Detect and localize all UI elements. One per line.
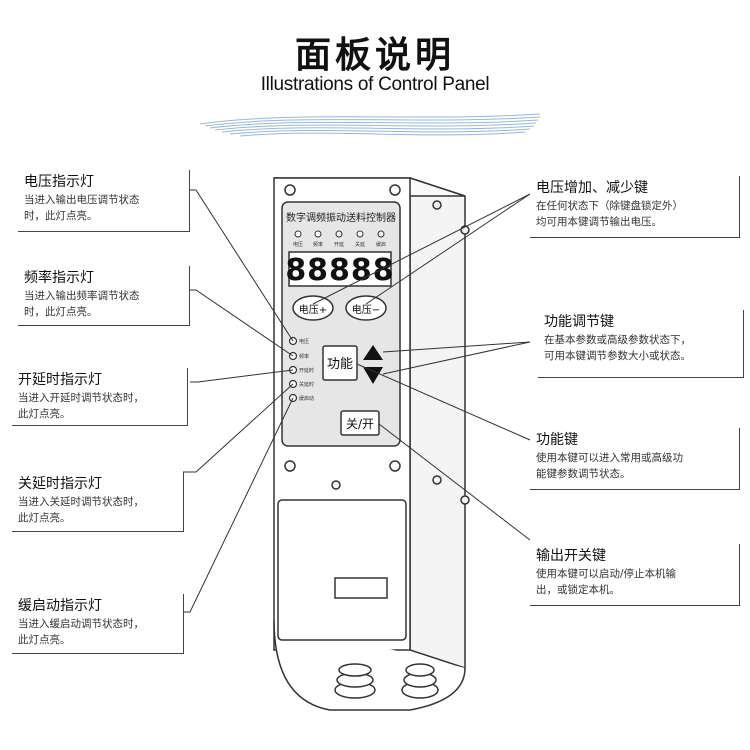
callout-off-delay-led: 关延时指示灯 当进入关延时调节状态时， 此灯点亮。 [12,472,184,532]
segment-display-frame [288,251,392,287]
callout-soft-start-led-title: 缓启动指示灯 [18,598,102,614]
callout-voltage-keys-desc-1: 在任何状态下（除键盘锁定外） [536,200,683,212]
callout-voltage-keys-title: 电压增加、减少键 [536,180,648,196]
callout-function-key-desc-1: 使用本键可以进入常用或高级功 [536,452,683,464]
top-led-row [294,230,385,238]
top-led-label-4: 关延 [355,241,365,248]
leader-lines [183,189,531,613]
callout-adjust-keys-desc-1: 在基本参数或高级参数状态下， [544,334,691,346]
voltage-up-label: 电压+ [299,303,327,316]
callout-power-key-desc-2: 出，或锁定本机。 [536,584,620,596]
top-led-1 [294,230,302,238]
callout-power-key: 输出开关键 使用本键可以启动/停止本机输 出，或锁定本机。 [530,544,740,606]
callout-power-key-title: 输出开关键 [536,548,606,564]
voltage-up-button [292,295,334,321]
down-arrow-icon [363,367,383,384]
callout-voltage-led-desc-1: 当进入输出电压调节状态 [24,194,140,206]
function-button [322,345,358,381]
callout-frequency-led-desc-1: 当进入输出频率调节状态 [24,290,140,302]
function-button-label: 功能 [327,357,353,372]
callout-adjust-keys-desc-2: 可用本键调节参数大小或状态。 [544,350,691,362]
indicator-label-frequency: 频率 [299,353,309,360]
callout-off-delay-led-desc-2: 此灯点亮。 [18,512,71,524]
top-led-label-3: 开延 [334,241,344,248]
page-subtitle: Illustrations of Control Panel [260,74,490,95]
callout-off-delay-led-desc-1: 当进入关延时调节状态时， [18,496,144,508]
voltage-down-button [345,295,387,321]
callout-power-key-desc-1: 使用本键可以启动/停止本机输 [536,568,677,580]
power-button [340,410,380,436]
callout-soft-start-led: 缓启动指示灯 当进入缓启动调节状态时， 此灯点亮。 [12,594,184,654]
callout-soft-start-led-desc-2: 此灯点亮。 [18,634,71,646]
indicator-label-soft-start: 缓启动 [299,395,314,402]
top-led-label-2: 频率 [313,241,323,248]
indicator-label-voltage: 电压 [299,338,309,345]
callout-adjust-keys: 功能调节键 在基本参数或高级参数状态下， 可用本键调节参数大小或状态。 [538,310,744,378]
indicator-label-on-delay: 开延时 [299,367,314,374]
callout-adjust-keys-title: 功能调节键 [544,314,614,330]
callout-soft-start-led-desc-1: 当进入缓启动调节状态时， [18,618,144,630]
page-title: 面板说明 [294,35,455,76]
callout-frequency-led-desc-2: 时，此灯点亮。 [24,306,98,318]
callout-on-delay-led-desc-1: 当进入开延时调节状态时， [18,392,144,404]
power-button-label: 关/开 [346,417,374,431]
top-led-label-1: 电压 [293,241,303,248]
callout-frequency-led: 频率指示灯 当进入输出频率调节状态 时，此灯点亮。 [18,266,190,326]
callout-on-delay-led: 开延时指示灯 当进入开延时调节状态时， 此灯点亮。 [12,368,188,426]
top-led-5 [377,230,385,238]
voltage-down-label: 电压− [352,303,380,316]
callout-function-key-desc-2: 能键参数调节状态。 [536,468,631,480]
top-led-2 [314,230,322,238]
callout-function-key: 功能键 使用本键可以进入常用或高级功 能键参数调节状态。 [530,428,740,490]
callout-voltage-led-desc-2: 时，此灯点亮。 [24,210,98,222]
callout-off-delay-led-title: 关延时指示灯 [18,476,102,492]
up-arrow-icon [363,345,383,360]
callout-voltage-keys-desc-2: 均可用本键调节输出电压。 [536,216,662,228]
panel-title: 数字调频振动送料控制器 [286,211,396,224]
callout-on-delay-led-desc-2: 此灯点亮。 [18,408,71,420]
top-led-label-5: 缓启 [376,241,386,248]
callout-voltage-led-title: 电压指示灯 [24,174,94,190]
indicator-label-off-delay: 关延时 [299,381,314,388]
decorative-swoosh [199,113,541,137]
callout-voltage-led: 电压指示灯 当进入输出电压调节状态 时，此灯点亮。 [18,170,190,232]
segment-display: 88888 [285,253,394,288]
top-led-4 [356,230,364,238]
top-led-3 [335,230,343,238]
callout-frequency-led-title: 频率指示灯 [24,270,94,286]
callout-function-key-title: 功能键 [536,432,578,448]
callout-voltage-keys: 电压增加、减少键 在任何状态下（除键盘锁定外） 均可用本键调节输出电压。 [530,176,740,238]
callout-on-delay-led-title: 开延时指示灯 [18,372,102,388]
